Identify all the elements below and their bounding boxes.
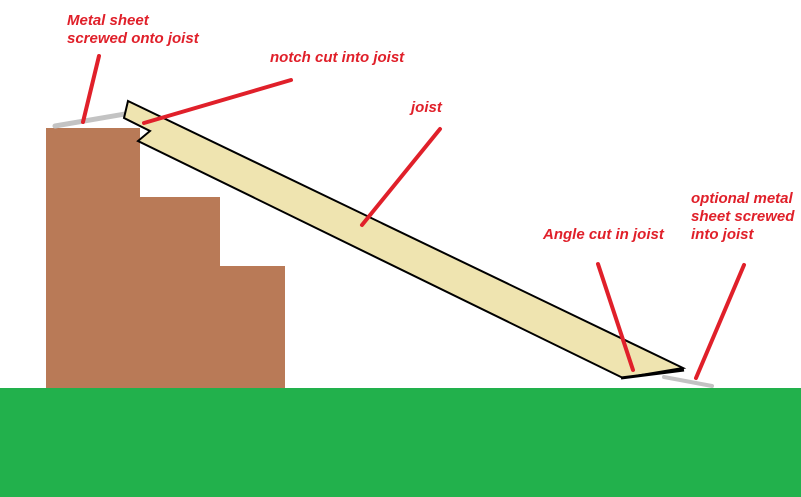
pointer-joist [360,127,442,227]
pointer-metal-sheet [81,54,101,124]
bottom-metal-sheet [662,375,714,388]
label-angle-cut: Angle cut in joist [543,226,664,243]
stairs [46,128,285,388]
label-notch-cut: notch cut into joist [270,49,405,66]
label-metal-sheet: Metal sheet screwed onto joist [67,12,199,47]
joist-angle-cut-edge [620,368,685,380]
label-joist: joist [411,99,442,116]
joist-board [122,99,687,380]
label-optional-metal-sheet: optional metal sheet screwed into joist [691,190,795,243]
grass-ground [0,388,801,497]
pointer-notch [142,78,293,125]
pointer-angle-cut [596,262,635,372]
top-metal-sheet [52,110,134,129]
pointer-optional-sheet [694,263,746,380]
